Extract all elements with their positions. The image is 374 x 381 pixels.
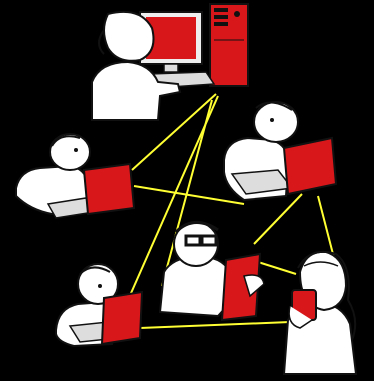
desktop-tower-icon <box>210 4 248 86</box>
laptop-icon <box>102 292 142 344</box>
laptop-icon <box>284 138 336 194</box>
laptop-icon <box>84 164 134 214</box>
